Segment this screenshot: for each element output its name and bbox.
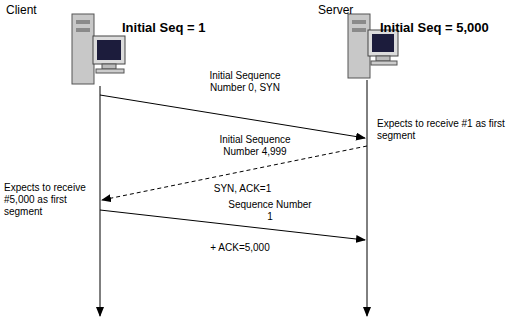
- note: Expects to receive #1 as first segment: [377, 118, 505, 142]
- message-label: + ACK=5,000: [200, 242, 280, 254]
- note: Expects to receive #5,000 as first segme…: [4, 182, 97, 218]
- message-label: Sequence Number 1: [225, 199, 315, 223]
- syn-arrow: [100, 95, 365, 138]
- initial-seq: Initial Seq = 1: [122, 20, 252, 36]
- message-label: Initial Sequence Number 4,999: [205, 134, 305, 158]
- message-label: SYN, ACK=1: [205, 183, 280, 195]
- initial-seq: Initial Seq = 5,000: [380, 20, 508, 36]
- party-name: Client: [6, 3, 66, 17]
- party-name: Server: [318, 3, 378, 17]
- client-lifeline: [100, 86, 101, 316]
- server-lifeline: [367, 80, 368, 316]
- client-computer: [72, 14, 125, 84]
- message-label: Initial Sequence Number 0, SYN: [195, 70, 295, 94]
- ack-arrow: [100, 210, 365, 240]
